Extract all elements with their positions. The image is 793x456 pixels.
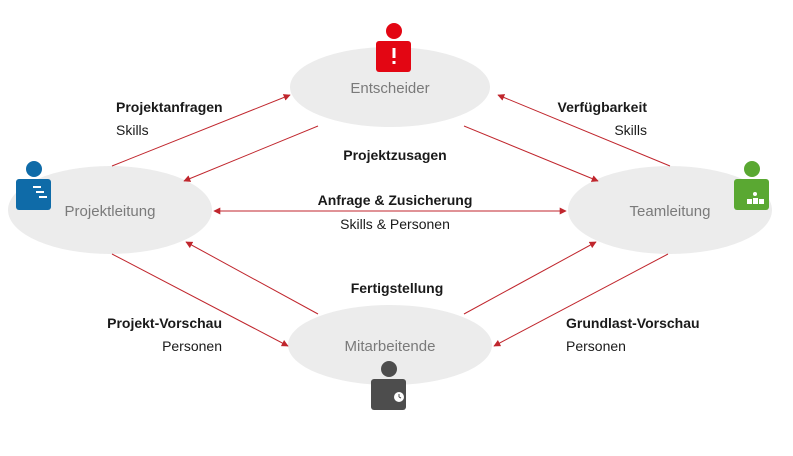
arrow-entscheider-to-teamleitung bbox=[463, 125, 599, 182]
person-alert-icon bbox=[376, 23, 411, 72]
arrow-projektleitung-to-mitarbeitende bbox=[111, 253, 289, 347]
person-clock-icon bbox=[371, 361, 406, 410]
edge-verfuegbarkeit-subtitle: Skills bbox=[614, 122, 647, 138]
node-mitarbeitende-label: Mitarbeitende bbox=[345, 338, 436, 355]
node-mitarbeitende: Mitarbeitende bbox=[288, 305, 492, 385]
person-gantt-icon bbox=[16, 161, 51, 210]
node-entscheider-label: Entscheider bbox=[350, 80, 429, 97]
edge-fertigstellung-title: Fertigstellung bbox=[351, 280, 444, 296]
node-entscheider: Entscheider bbox=[290, 47, 490, 127]
edge-anfrage-subtitle: Skills & Personen bbox=[340, 216, 450, 232]
node-projektleitung: Projektleitung bbox=[8, 166, 212, 254]
arrow-teamleitung-to-entscheider bbox=[497, 94, 671, 167]
arrow-projektleitung-to-entscheider bbox=[111, 94, 291, 167]
arrow-mitarbeitende-to-teamleitung bbox=[463, 241, 597, 315]
edge-projektanfragen-subtitle: Skills bbox=[116, 122, 149, 138]
edge-verfuegbarkeit-title: Verfügbarkeit bbox=[558, 99, 648, 115]
arrow-teamleitung-to-mitarbeitende bbox=[493, 253, 669, 347]
edge-projektzusagen-title: Projektzusagen bbox=[343, 147, 446, 163]
edge-projekt-vorschau-subtitle: Personen bbox=[162, 338, 222, 354]
person-team-icon bbox=[734, 161, 769, 210]
arrow-mitarbeitende-to-projektleitung bbox=[185, 241, 319, 315]
arrow-entscheider-to-projektleitung bbox=[183, 125, 319, 182]
edge-grundlast-vorschau-title: Grundlast-Vorschau bbox=[566, 315, 700, 331]
edge-projekt-vorschau-title: Projekt-Vorschau bbox=[107, 315, 222, 331]
node-teamleitung-label: Teamleitung bbox=[630, 203, 711, 220]
edge-projektanfragen-title: Projektanfragen bbox=[116, 99, 223, 115]
node-teamleitung: Teamleitung bbox=[568, 166, 772, 254]
edge-grundlast-vorschau-subtitle: Personen bbox=[566, 338, 626, 354]
node-projektleitung-label: Projektleitung bbox=[65, 203, 156, 220]
edge-anfrage-title: Anfrage & Zusicherung bbox=[318, 192, 473, 208]
